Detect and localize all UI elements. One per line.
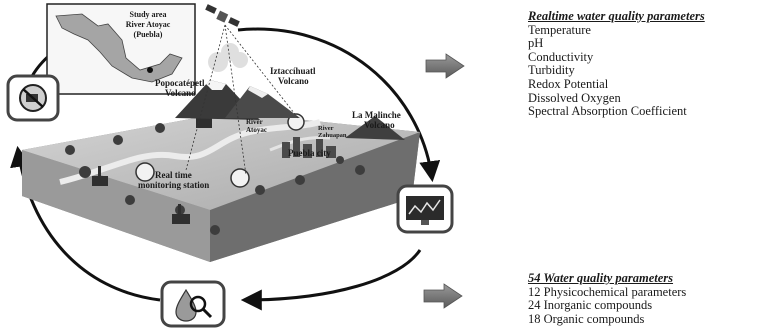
label-malinche-2: Volcano — [364, 120, 395, 130]
list-item: Spectral Absorption Coefficient — [528, 104, 687, 119]
label-popocatepetl-2: Volcano — [165, 88, 196, 98]
list-item: 12 Physicochemical parameters — [528, 284, 687, 299]
label-popocatepetl-1: Popocatépetl — [155, 78, 205, 88]
no-pollution-icon — [19, 84, 47, 112]
realtime-heading: Realtime water quality parameters — [528, 9, 705, 23]
monitor-chart-icon — [406, 196, 444, 225]
list-item: 24 Inorganic compounds — [528, 298, 653, 313]
volcano-iztaccihuatl — [225, 86, 300, 118]
factories — [92, 118, 212, 224]
map-title-line-1: Study area — [130, 10, 167, 19]
water-drop-magnifier-icon-box — [160, 280, 226, 328]
list-item: Redox Potential — [528, 76, 609, 91]
terrain-block — [22, 112, 420, 262]
lab-list: 12 Physicochemical parameters 24 Inorgan… — [528, 284, 687, 327]
water-drop-magnifier-icon — [175, 288, 213, 322]
river-atoyac — [59, 119, 321, 185]
label-puebla-city: Puebla city — [288, 148, 331, 158]
list-item: Dissolved Oxygen — [528, 90, 621, 105]
lab-parameters-panel: 54 Water quality parameters 12 Physicoch… — [528, 271, 687, 327]
mexico-shape — [55, 13, 183, 83]
list-item: pH — [528, 36, 544, 51]
puebla-city-buildings — [282, 137, 336, 158]
list-item: Turbidity — [528, 63, 575, 78]
list-item: Conductivity — [528, 49, 594, 64]
map-title-line-2: River Atoyac — [126, 20, 171, 29]
label-station-2: monitoring station — [138, 180, 209, 190]
cycle-arc-right — [240, 249, 422, 311]
satellite-icon — [185, 4, 299, 176]
map-title-line-3: (Puebla) — [134, 30, 163, 39]
no-pollution-icon-box — [6, 74, 60, 122]
volcano-malinche — [345, 116, 405, 140]
list-item: Temperature — [528, 22, 591, 37]
label-malinche-1: La Malinche — [352, 110, 401, 120]
lab-heading: 54 Water quality parameters — [528, 271, 674, 285]
realtime-parameters-panel: Realtime water quality parameters Temper… — [528, 9, 705, 119]
right-arrow-icon — [423, 283, 463, 309]
label-iztaccihuatl-2: Volcano — [278, 76, 309, 86]
right-arrow-icon — [425, 53, 465, 79]
label-station-1: Real time — [155, 170, 192, 180]
label-river-zahuapan-2: Zahuapan — [318, 132, 347, 139]
label-river-atoyac-1: River — [246, 118, 263, 126]
label-river-atoyac-2: Atoyac — [246, 126, 267, 134]
label-iztaccihuatl-1: Iztaccíhuatl — [270, 66, 316, 76]
list-item: 18 Organic compounds — [528, 311, 645, 326]
trees — [65, 123, 365, 235]
volcano-smoke — [208, 43, 248, 72]
mexico-map-inset: Study area River Atoyac (Puebla) — [46, 3, 196, 95]
monitor-chart-icon-box — [396, 184, 454, 234]
label-river-zahuapan-1: River — [318, 125, 334, 132]
realtime-list: Temperature pH Conductivity Turbidity Re… — [528, 22, 705, 119]
cycle-arc-top — [237, 27, 441, 183]
